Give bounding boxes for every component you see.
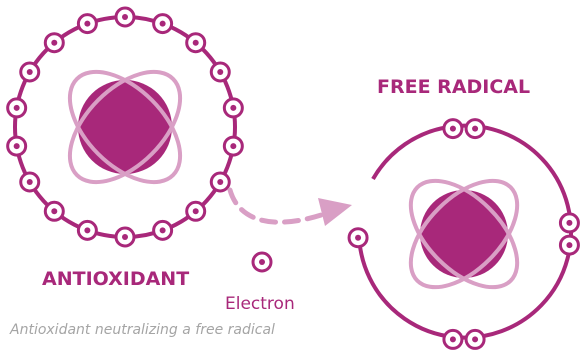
electron-icon <box>464 118 486 140</box>
electron-icon <box>347 227 369 249</box>
electron-icon <box>464 328 486 350</box>
free-radical-electrons <box>347 118 580 350</box>
electron-icon <box>185 200 207 222</box>
free-radical-orbit <box>408 178 520 290</box>
electron-icon <box>152 13 174 35</box>
free-radical-atom <box>347 118 580 350</box>
antioxidant-nucleus <box>78 80 172 174</box>
electron-label: Electron <box>225 294 295 314</box>
electron-icon <box>442 118 464 140</box>
antioxidant-orbit <box>67 69 183 185</box>
electron-icon <box>76 219 98 241</box>
electron-icon <box>442 328 464 350</box>
electron-icon <box>209 171 231 193</box>
electron-icon <box>152 219 174 241</box>
electron-icon <box>251 251 273 273</box>
electron-icon <box>114 6 136 28</box>
electron-icon <box>558 212 580 234</box>
antioxidant-label: ANTIOXIDANT <box>42 268 189 290</box>
electron-icon <box>185 32 207 54</box>
electron-icon <box>558 234 580 256</box>
electron-icon <box>43 200 65 222</box>
antioxidant-electrons <box>6 6 244 248</box>
electron-icon <box>19 61 41 83</box>
electron-icon <box>114 226 136 248</box>
electron-icon <box>43 32 65 54</box>
electron-icon <box>222 135 244 157</box>
transfer-arrowhead <box>318 198 352 226</box>
free-radical-label: FREE RADICAL <box>377 76 530 98</box>
electron-icon <box>209 61 231 83</box>
electron-icon <box>76 13 98 35</box>
antioxidant-atom <box>6 6 244 248</box>
electron-icon <box>19 171 41 193</box>
free-radical-orbit <box>408 178 520 290</box>
electron-icon <box>6 135 28 157</box>
electron-icon <box>222 97 244 119</box>
antioxidant-orbit <box>67 69 183 185</box>
transfer-arrow <box>227 187 333 225</box>
caption: Antioxidant neutralizing a free radical <box>10 322 275 338</box>
electron-icon <box>6 97 28 119</box>
free-radical-nucleus <box>420 190 508 278</box>
